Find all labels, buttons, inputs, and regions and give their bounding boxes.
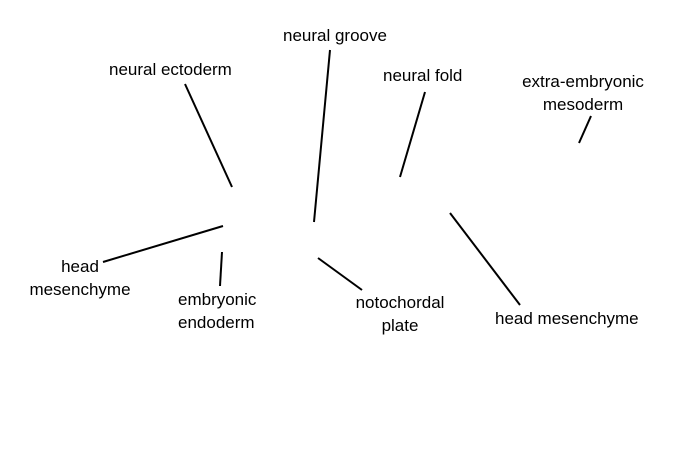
embryonic-endoderm-leader <box>219 251 223 287</box>
label-line: extra-embryonic <box>522 72 644 91</box>
label-embryonic-endoderm: embryonic endoderm <box>178 288 256 334</box>
label-text: neural fold <box>383 66 463 85</box>
neural-fold-leader <box>399 91 426 178</box>
neural-ectoderm-leader <box>184 83 233 188</box>
extra-embryonic-mesoderm-leader <box>578 115 592 144</box>
label-text: head mesenchyme <box>495 309 639 328</box>
label-line: mesoderm <box>542 95 624 114</box>
notochordal-plate-leader <box>317 257 363 291</box>
label-head-mesenchyme-right: head mesenchyme <box>495 307 639 330</box>
label-text: neural groove <box>283 26 387 45</box>
label-line: mesenchyme <box>29 280 131 299</box>
label-line: embryonic <box>178 290 257 309</box>
label-extra-embryonic-mesoderm: extra-embryonic mesoderm <box>515 70 651 116</box>
label-line: plate <box>381 316 419 335</box>
label-head-mesenchyme-left: head mesenchyme <box>22 255 138 301</box>
label-neural-groove: neural groove <box>283 24 387 47</box>
label-text: neural ectoderm <box>109 60 232 79</box>
label-line: notochordal <box>355 293 445 312</box>
label-neural-ectoderm: neural ectoderm <box>109 58 232 81</box>
label-line: head <box>61 257 99 276</box>
label-notochordal-plate: notochordal plate <box>342 291 458 337</box>
label-neural-fold: neural fold <box>383 64 462 87</box>
head-mesenchyme-left-leader <box>102 225 224 263</box>
neural-groove-leader <box>313 49 331 223</box>
head-mesenchyme-right-leader <box>449 212 521 306</box>
label-line: endoderm <box>178 313 255 332</box>
